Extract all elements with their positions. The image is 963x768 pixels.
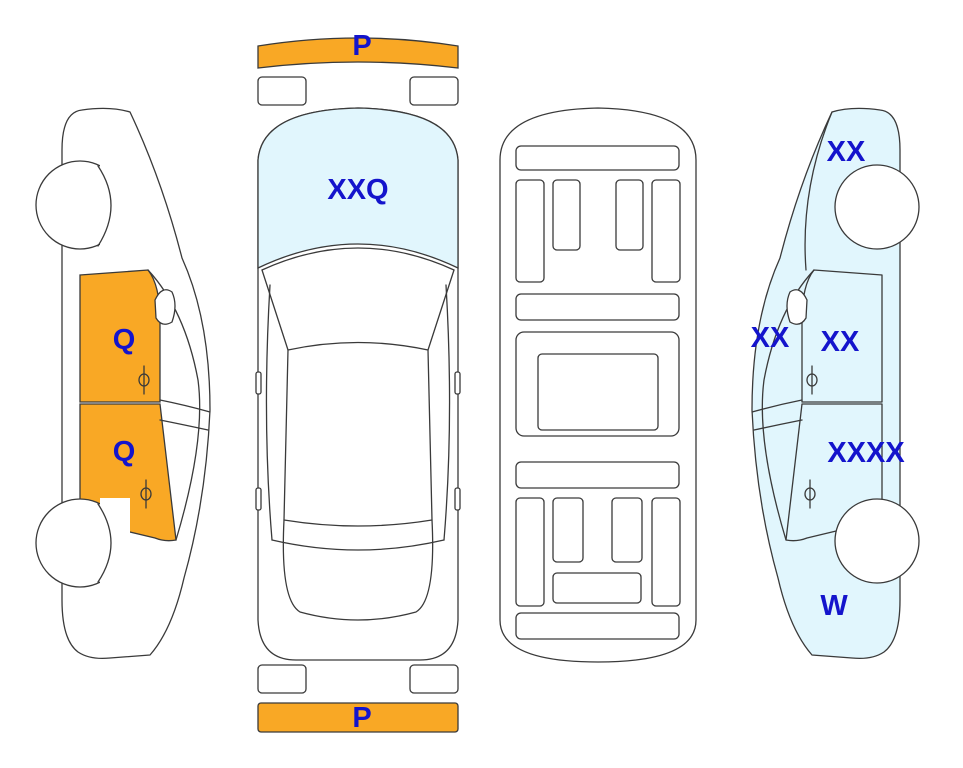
right-fender-line [804,111,833,271]
underside-front-crossmember [515,145,680,171]
right-pillar-line [751,399,803,413]
left-front-door-handle [138,365,150,395]
right-rear-door-label: XXXX [827,437,905,469]
underside-front-left-arm [552,179,581,251]
right-front-door-handle [806,365,818,395]
right-front-door-label: XX [821,326,860,358]
left-mirror [154,289,176,325]
left-rear-door-handle [140,479,152,509]
right-rear-door-handle [804,479,816,509]
rear-right-taillight [409,664,459,694]
right-rear-wheel [834,498,920,584]
underside-rear-right-arm [611,497,643,563]
left-front-wheel [35,160,130,250]
left-pillar-line [159,399,211,413]
underside-front-left-rail [515,179,545,283]
right-pillar-line-2 [753,419,803,431]
underside-rear-crossmember [515,612,680,640]
right-mirror-label: XX [751,322,790,354]
underside-front-right-rail [651,179,681,283]
top-right-aframe [427,269,455,351]
underside-rear-left-rail [515,497,545,607]
windshield [257,107,459,270]
top-left-mirror [255,371,262,395]
front-right-headlight [409,76,459,106]
windshield-label: XXQ [327,174,388,206]
right-front-fender-label: XX [827,136,866,168]
underside-center-panel [537,353,659,431]
top-view: P XXQ P [255,30,461,734]
top-trunk-line [271,539,445,551]
top-left-aframe [261,269,289,351]
right-front-wheel [834,164,920,250]
underside-mid-crossmember-1 [515,293,680,321]
top-hood-line [261,247,455,271]
underside-front-right-arm [615,179,644,251]
rear-bumper-label: P [352,702,371,734]
top-right-mirror [454,371,461,395]
top-left-side-window [265,284,273,541]
front-left-headlight [257,76,307,106]
left-front-door-label: Q [113,324,136,356]
top-left-handle [255,487,262,511]
left-rear-wheel [35,498,130,588]
underside-rear-right-rail [651,497,681,607]
top-right-handle [454,487,461,511]
underside-mid-crossmember-2 [515,461,680,489]
underside-rear-tank [552,572,642,604]
rear-bumper [257,702,459,733]
rear-left-taillight [257,664,307,694]
left-side-view: Q Q [35,107,211,660]
underside-rear-left-arm [552,497,584,563]
right-side-view: XX XX XX XXXX W [751,107,920,660]
right-rear-quarter-label: W [820,590,848,622]
right-mirror [786,289,808,325]
left-pillar-line-2 [159,419,209,431]
left-rear-door-label: Q [113,436,136,468]
front-bumper [257,37,459,69]
underside-view [499,107,697,663]
top-right-side-window [443,284,451,541]
top-rear-window [282,519,434,621]
front-bumper-label: P [352,30,371,62]
